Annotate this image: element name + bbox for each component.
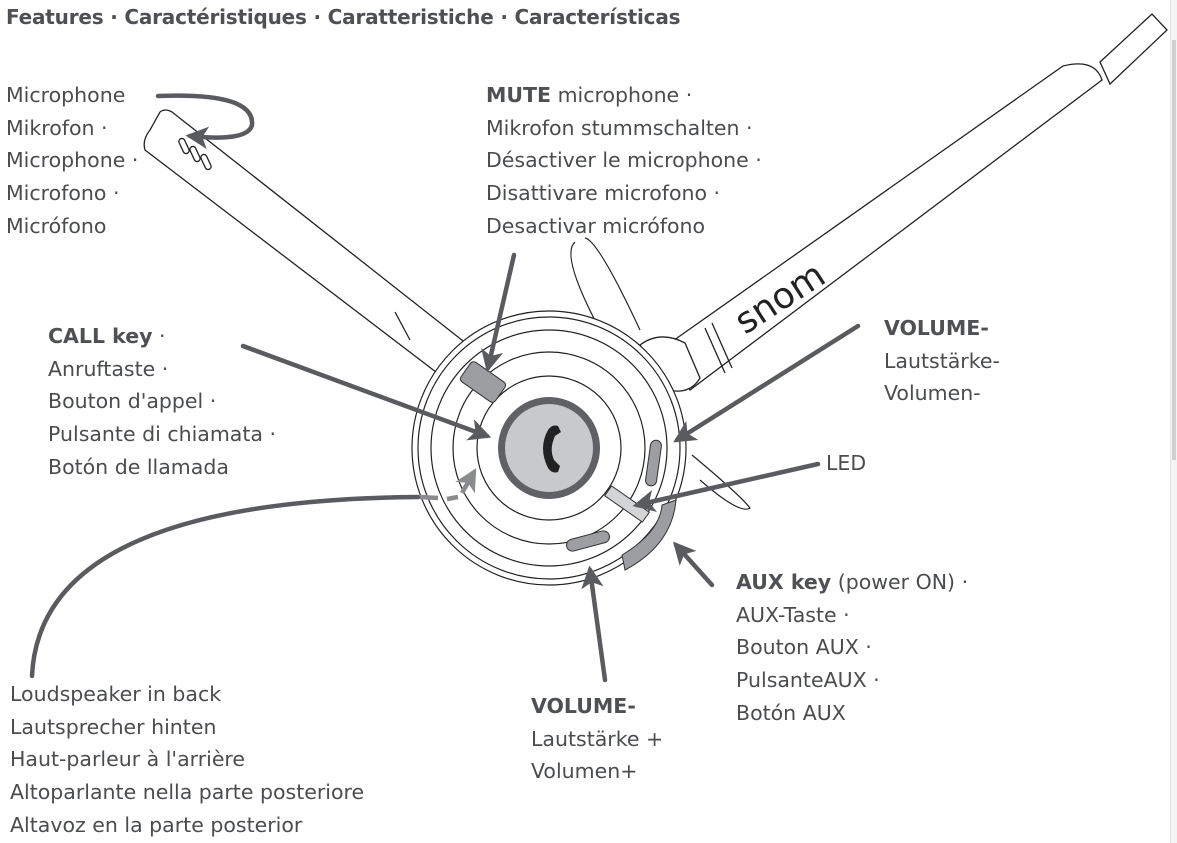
label-line: Mikrofon stummschalten ·	[486, 115, 753, 140]
label-call-key: CALL key · Anruftaste · Bouton d'appel ·…	[48, 320, 276, 484]
earpiece-ring-4	[452, 351, 646, 545]
headband-arm	[659, 63, 1103, 391]
label-line: Microphone	[6, 83, 126, 107]
label-volume-minus: VOLUME- Lautstärke- Volumen-	[884, 312, 1000, 410]
arrow-volume-plus	[581, 565, 608, 683]
label-bold: MUTE	[486, 83, 552, 107]
headband-band-1	[704, 327, 726, 374]
label-line: Lautstärke +	[531, 726, 664, 751]
label-line: Pulsante di chiamata ·	[48, 422, 277, 447]
phone-icon	[543, 425, 561, 473]
label-line: MUTE microphone ·	[486, 79, 762, 112]
label-line: Mikrofon ·	[6, 115, 108, 140]
headband-joint	[639, 336, 701, 392]
label-bold: VOLUME-	[531, 694, 636, 718]
label-line: Botón AUX	[736, 700, 846, 725]
label-led: LED	[826, 447, 866, 480]
volume-minus-button[interactable]	[645, 439, 662, 487]
earpiece-ring-3	[430, 329, 668, 567]
label-line: VOLUME-	[531, 690, 663, 723]
earpiece-ring-5	[476, 375, 622, 521]
headband-band-2	[711, 322, 733, 369]
label-bold: VOLUME-	[884, 316, 989, 340]
headband-tip	[1099, 13, 1168, 86]
label-line: Lautstärke-	[884, 348, 1000, 373]
volume-plus-button[interactable]	[565, 530, 611, 553]
label-line: Désactiver le microphone ·	[486, 148, 762, 173]
label-mute: MUTE microphone · Mikrofon stummschalten…	[486, 79, 762, 243]
label-line: Altavoz en la parte posterior	[10, 812, 303, 837]
label-line: Micrófono	[6, 213, 107, 238]
label-line: LED	[826, 451, 867, 475]
call-key[interactable]	[498, 397, 600, 499]
mic-slot-3	[200, 153, 212, 171]
label-rest: (power ON) ·	[831, 570, 969, 594]
label-line: Volumen+	[531, 759, 638, 784]
label-line: Disattivare microfono ·	[486, 181, 721, 206]
label-line: PulsanteAUX ·	[736, 668, 880, 693]
label-aux-key: AUX key (power ON) · AUX-Taste · Bouton …	[736, 566, 968, 730]
label-volume-plus: VOLUME- Lautstärke + Volumen+	[531, 690, 663, 788]
label-line: Botón de llamada	[48, 454, 229, 479]
boom-seam	[394, 311, 411, 341]
arrow-aux	[672, 541, 715, 588]
scrollbar-thumb[interactable]	[1172, 40, 1176, 460]
label-line: Haut-parleur à l'arrière	[10, 747, 246, 772]
arrow-call	[240, 343, 492, 441]
label-rest: ·	[152, 324, 166, 348]
arrow-loudspeaker	[29, 494, 421, 679]
headband	[639, 13, 1168, 392]
arrow-volume-minus	[673, 323, 861, 443]
label-bold: AUX key	[736, 570, 832, 594]
arrow-led	[632, 461, 821, 512]
label-bold: CALL key	[48, 324, 153, 348]
label-line: Volumen-	[884, 381, 981, 406]
loudspeaker-dashed-arrow	[419, 468, 477, 502]
label-line: Desactivar micrófono	[486, 213, 706, 238]
label-line: Microfono ·	[6, 181, 120, 206]
aux-button[interactable]	[621, 499, 677, 571]
ear-hook	[570, 237, 751, 510]
label-line: Loudspeaker in back	[10, 682, 222, 706]
label-line: Microphone ·	[6, 148, 139, 173]
label-line: Altoparlante nella parte posteriore	[10, 780, 365, 805]
label-line: Bouton AUX ·	[736, 635, 872, 660]
arrow-microphone	[155, 93, 255, 150]
label-line: AUX-Taste ·	[736, 602, 850, 627]
label-line: CALL key ·	[48, 320, 276, 353]
label-line: AUX key (power ON) ·	[736, 566, 968, 599]
page-title: Features · Caractéristiques · Caratteris…	[6, 5, 681, 29]
arrow-mute	[481, 252, 517, 373]
leader-arrows	[29, 93, 861, 683]
vertical-scrollbar[interactable]	[1170, 0, 1177, 843]
label-line: VOLUME-	[884, 312, 1000, 345]
label-line: Lautsprecher hinten	[10, 714, 217, 739]
label-line: Anruftaste ·	[48, 356, 169, 381]
led-indicator	[604, 485, 650, 523]
label-microphone: Microphone Mikrofon · Microphone · Micro…	[6, 79, 138, 243]
label-line: Bouton d'appel ·	[48, 389, 217, 414]
label-rest: microphone ·	[551, 83, 693, 107]
label-loudspeaker: Loudspeaker in back Lautsprecher hinten …	[10, 678, 364, 842]
earpiece-ring-2	[417, 316, 681, 580]
